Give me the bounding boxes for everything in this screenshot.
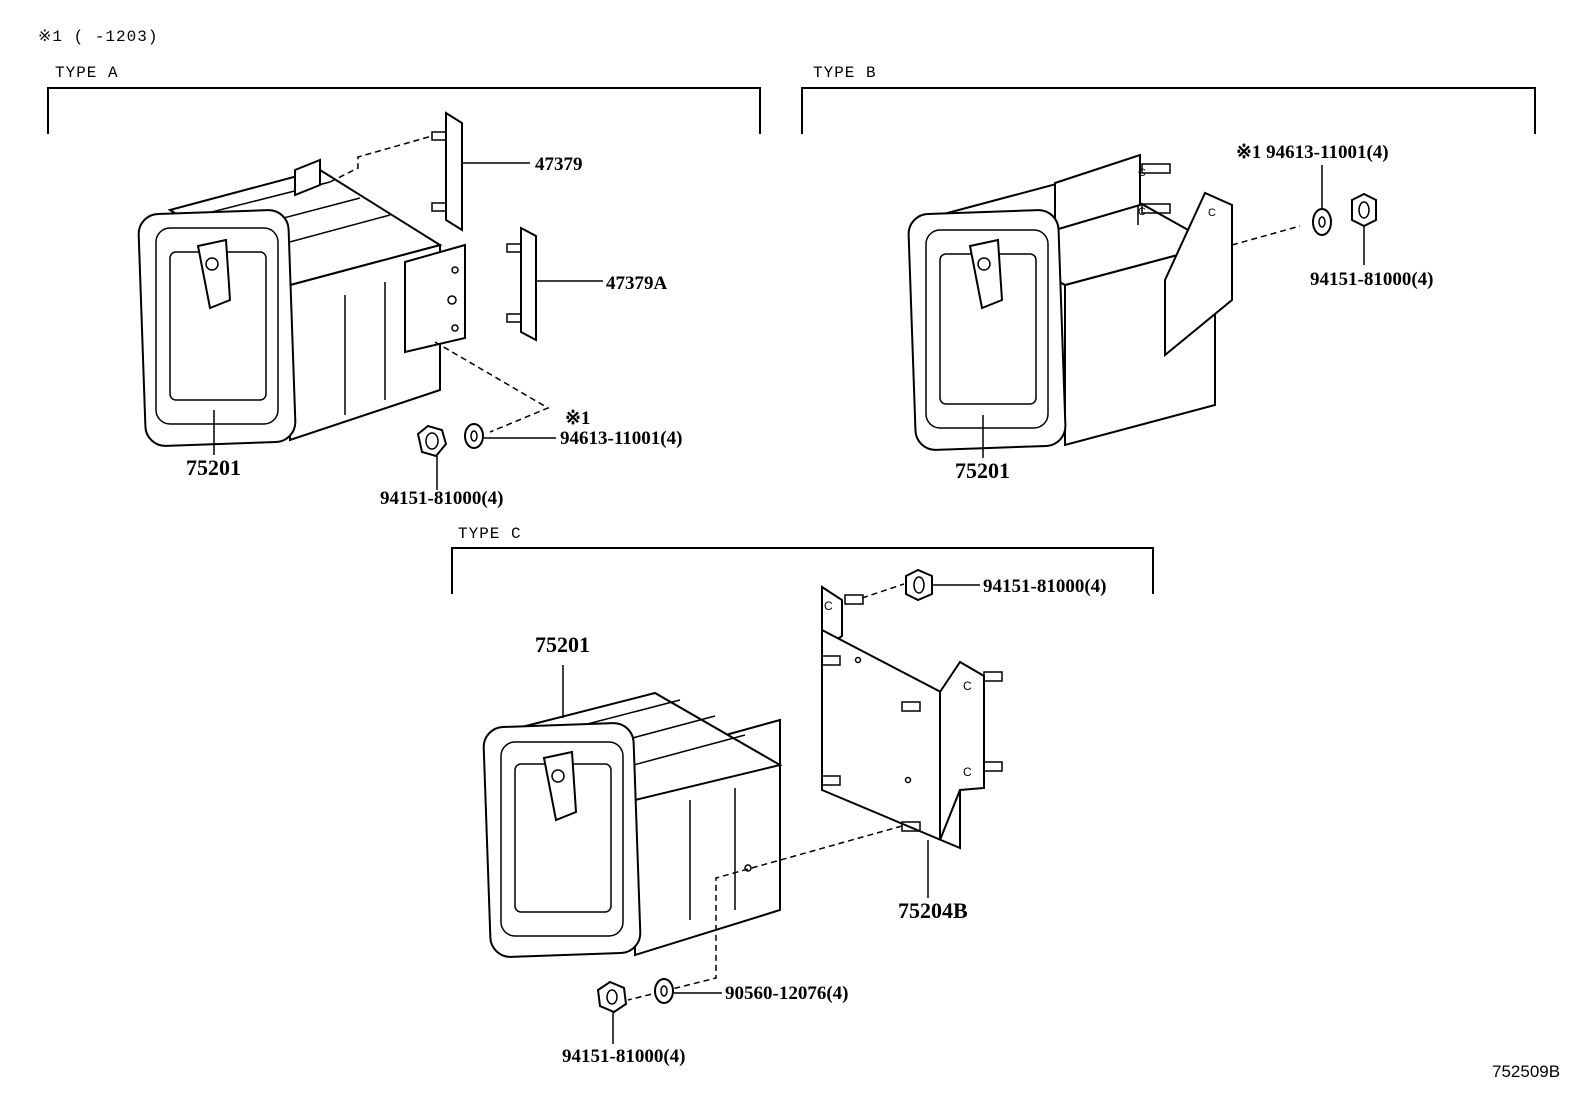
type-c-top-nut-icon: [905, 568, 980, 602]
type-c-label-washer: 90560-12076(4): [725, 983, 848, 1004]
type-b-label-nut: 94151-81000(4): [1310, 269, 1433, 290]
svg-text:C: C: [824, 599, 833, 613]
type-c-storage-box: [482, 691, 783, 958]
type-c-label: TYPE C: [458, 525, 522, 543]
svg-text:C: C: [963, 679, 972, 693]
type-a-storage-box: [137, 158, 466, 447]
type-a-bracket-frame: [47, 87, 761, 134]
diagram-id: 752509B: [1492, 1062, 1560, 1081]
svg-text:C: C: [963, 765, 972, 779]
type-b-nut-icon: [1351, 192, 1377, 265]
type-c-section: TYPE C 75201: [451, 525, 1154, 1067]
type-a-label-nut: 94151-81000(4): [380, 488, 503, 509]
type-a-fastener-line: [434, 341, 550, 433]
type-b-label-washer: ※1 94613-11001(4): [1236, 142, 1389, 163]
type-c-washer-icon: [654, 978, 722, 1004]
type-a-section: TYPE A: [47, 64, 761, 509]
type-b-label-box: 75201: [955, 458, 1010, 483]
type-b-storage-box: C C C: [907, 153, 1233, 451]
header-note: ※1 ( -1203): [38, 28, 158, 46]
type-a-bracket-47379: [329, 111, 530, 232]
type-a-label: TYPE A: [55, 64, 119, 82]
svg-text:C: C: [1138, 206, 1146, 218]
type-b-bracket-frame: [801, 87, 1536, 134]
svg-text:C: C: [1138, 167, 1146, 179]
type-a-nut-icon: [416, 424, 448, 490]
type-c-bottom-nut-icon: [596, 980, 628, 1044]
type-c-lower-fastener-line: [627, 825, 903, 1001]
type-a-label-box: 75201: [186, 455, 241, 480]
type-c-label-box: 75201: [535, 632, 590, 657]
type-c-bracket-75204b: C C C: [821, 585, 1003, 898]
svg-text:C: C: [1208, 207, 1216, 219]
type-a-bracket-47379a: [506, 226, 603, 342]
type-c-label-bracket: 75204B: [898, 898, 968, 923]
type-b-label: TYPE B: [813, 64, 877, 82]
type-a-label-47379: 47379: [535, 154, 583, 175]
type-c-top-fastener-line: [861, 583, 905, 599]
type-a-washer-icon: [464, 423, 556, 449]
type-b-section: TYPE B C C C ※1 94613-11001(4: [801, 64, 1536, 483]
type-a-label-washer: 94613-11001(4): [560, 428, 682, 449]
type-c-label-nut-top: 94151-81000(4): [983, 576, 1106, 597]
type-a-label-47379a: 47379A: [606, 273, 668, 294]
type-c-bracket-frame: [451, 547, 1154, 594]
type-b-washer-icon: [1312, 165, 1332, 236]
type-c-label-nut-bottom: 94151-81000(4): [562, 1046, 685, 1067]
type-a-note-mark: ※1: [565, 408, 590, 429]
type-b-fastener-line: [1231, 225, 1301, 246]
